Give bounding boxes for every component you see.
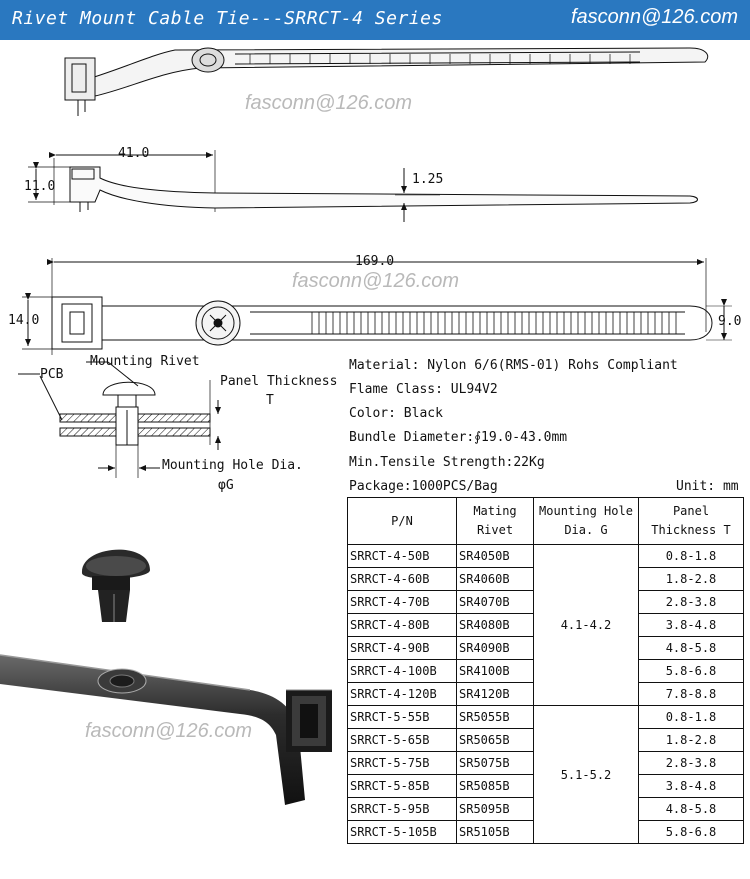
cell-part-number: SRRCT-4-100B <box>347 659 457 683</box>
cell-mating-rivet: SR5105B <box>456 820 534 844</box>
dim-strap-width: 9.0 <box>718 314 742 329</box>
watermark: fasconn@126.com <box>85 720 253 742</box>
cell-panel-thickness: 5.8-6.8 <box>638 659 744 683</box>
cell-part-number: SRRCT-4-60B <box>347 567 457 591</box>
cell-mating-rivet: SR5085B <box>456 774 534 798</box>
watermark: fasconn@126.com <box>292 270 460 292</box>
cell-panel-thickness: 4.8-5.8 <box>638 797 744 821</box>
page-title: Rivet Mount Cable Tie---SRRCT-4 Series <box>12 8 443 29</box>
cell-mating-rivet: SR5055B <box>456 705 534 729</box>
cell-panel-thickness: 0.8-1.8 <box>638 544 744 568</box>
hole-symbol: φG <box>218 478 234 493</box>
unit-note: Unit: mm <box>676 479 739 494</box>
spec-material: Material: Nylon 6/6(RMS-01) Rohs Complia… <box>349 358 678 373</box>
cell-mating-rivet: SR4050B <box>456 544 534 568</box>
dim-overall-length: 169.0 <box>355 254 395 269</box>
cell-mating-rivet: SR4120B <box>456 682 534 706</box>
cell-mating-rivet: SR4100B <box>456 659 534 683</box>
cell-part-number: SRRCT-5-65B <box>347 728 457 752</box>
spec-tensile-strength: Min.Tensile Strength:22Kg <box>349 455 545 470</box>
rivet-label: Mounting Rivet <box>90 354 200 369</box>
pcb-label: PCB <box>40 367 64 382</box>
cell-part-number: SRRCT-4-70B <box>347 590 457 614</box>
dim-head-width: 14.0 <box>8 313 40 328</box>
cell-part-number: SRRCT-4-90B <box>347 636 457 660</box>
cell-panel-thickness: 1.8-2.8 <box>638 728 744 752</box>
cell-part-number: SRRCT-5-105B <box>347 820 457 844</box>
dim-height: 11.0 <box>24 179 56 194</box>
cell-part-number: SRRCT-4-120B <box>347 682 457 706</box>
tie-teeth <box>311 312 677 334</box>
cell-part-number: SRRCT-5-55B <box>347 705 457 729</box>
cell-mating-rivet: SR4060B <box>456 567 534 591</box>
cell-mating-rivet: SR5095B <box>456 797 534 821</box>
install-diagram <box>18 361 221 478</box>
header-pn: P/N <box>347 497 457 545</box>
cell-panel-thickness: 3.8-4.8 <box>638 774 744 798</box>
cell-panel-thickness: 2.8-3.8 <box>638 751 744 775</box>
cell-mating-rivet: SR4070B <box>456 590 534 614</box>
header-email: fasconn@126.com <box>570 6 738 28</box>
spec-flame-class: Flame Class: UL94V2 <box>349 382 498 397</box>
cell-panel-thickness: 5.8-6.8 <box>638 820 744 844</box>
spec-color: Color: Black <box>349 406 443 421</box>
cell-hole-diameter: 4.1-4.2 <box>533 544 639 706</box>
cell-panel-thickness: 4.8-5.8 <box>638 636 744 660</box>
dim-head-length: 41.0 <box>118 146 150 161</box>
spec-package: Package:1000PCS/Bag <box>349 479 498 494</box>
tie-top-view <box>22 258 732 355</box>
header-banner: Rivet Mount Cable Tie---SRRCT-4 Series f… <box>0 0 750 40</box>
cell-hole-diameter: 5.1-5.2 <box>533 705 639 844</box>
hole-label: Mounting Hole Dia. <box>162 458 303 473</box>
cell-part-number: SRRCT-5-85B <box>347 774 457 798</box>
cell-panel-thickness: 7.8-8.8 <box>638 682 744 706</box>
cell-mating-rivet: SR4090B <box>456 636 534 660</box>
dim-strap-thickness: 1.25 <box>412 172 444 187</box>
tie-3d-view <box>64 47 709 116</box>
cell-part-number: SRRCT-5-75B <box>347 751 457 775</box>
installed-tie-photo <box>0 654 332 805</box>
rivet-photo <box>81 549 150 622</box>
cell-mating-rivet: SR5075B <box>456 751 534 775</box>
cell-mating-rivet: SR5065B <box>456 728 534 752</box>
cell-mating-rivet: SR4080B <box>456 613 534 637</box>
panel-label: Panel Thickness <box>220 374 338 389</box>
cell-part-number: SRRCT-5-95B <box>347 797 457 821</box>
cell-panel-thickness: 0.8-1.8 <box>638 705 744 729</box>
cell-part-number: SRRCT-4-80B <box>347 613 457 637</box>
cell-panel-thickness: 3.8-4.8 <box>638 613 744 637</box>
spec-bundle-diameter: Bundle Diameter:∮19.0-43.0mm <box>349 430 568 445</box>
tie-side-view <box>28 150 698 222</box>
watermark: fasconn@126.com <box>245 92 413 114</box>
cell-panel-thickness: 1.8-2.8 <box>638 567 744 591</box>
panel-symbol: T <box>266 393 274 408</box>
cell-panel-thickness: 2.8-3.8 <box>638 590 744 614</box>
cell-part-number: SRRCT-4-50B <box>347 544 457 568</box>
